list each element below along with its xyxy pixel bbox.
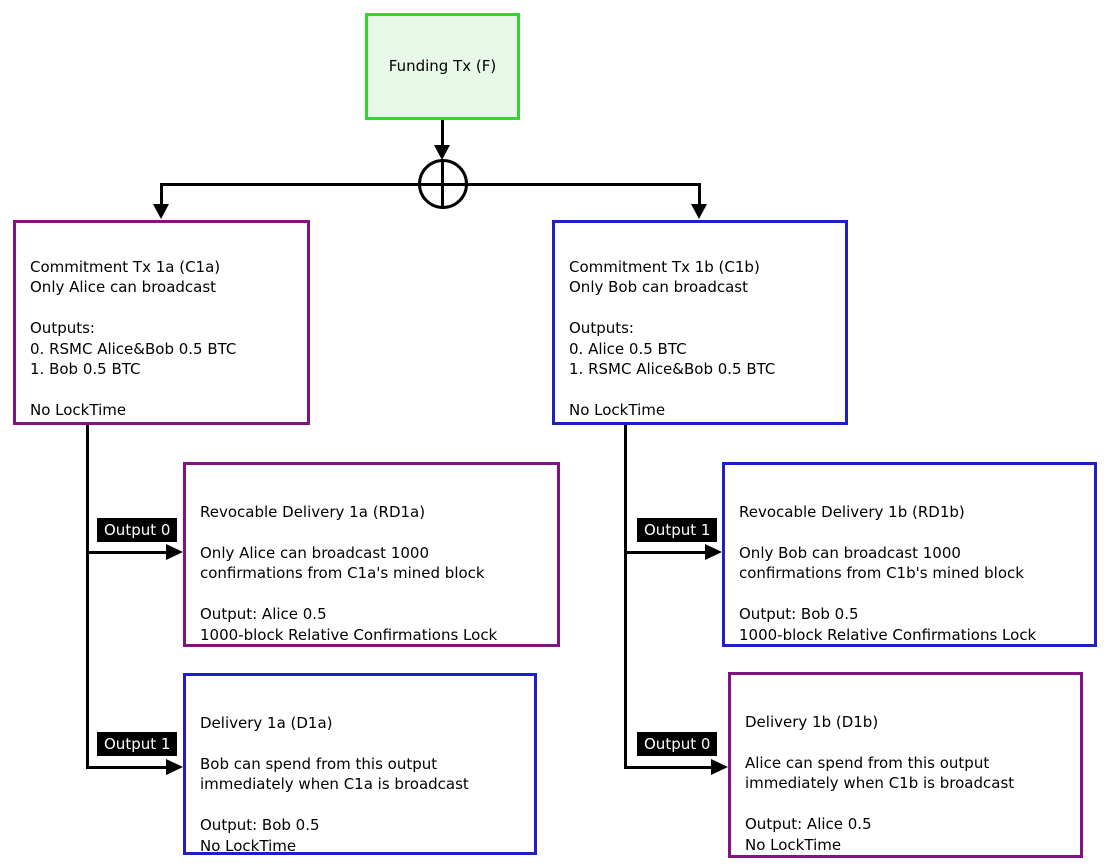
arrowhead-down-icon — [153, 204, 169, 219]
revocable-delivery-1a-node: Revocable Delivery 1a (RD1a) Only Alice … — [183, 462, 560, 647]
funding-tx-label: Funding Tx (F) — [388, 57, 497, 76]
commitment-tx-1b-node: Commitment Tx 1b (C1b) Only Bob can broa… — [552, 220, 848, 425]
branch-horizontal-connector — [160, 183, 701, 186]
branch-right-vertical-connector — [698, 183, 701, 205]
commitment-tx-1a-text: Commitment Tx 1a (C1a) Only Alice can br… — [30, 257, 237, 420]
c1b-outputs-vertical-connector — [624, 425, 627, 768]
branch-left-vertical-connector — [160, 183, 163, 205]
arrowhead-down-icon — [434, 145, 450, 160]
funding-tx-node: Funding Tx (F) — [365, 13, 520, 120]
delivery-1a-node: Delivery 1a (D1a) Bob can spend from thi… — [183, 673, 537, 855]
c1a-to-rd1a-connector — [86, 551, 167, 554]
revocable-delivery-1b-node: Revocable Delivery 1b (RD1b) Only Bob ca… — [722, 462, 1097, 647]
delivery-1b-node: Delivery 1b (D1b) Alice can spend from t… — [728, 672, 1083, 858]
arrowhead-right-icon — [166, 544, 183, 560]
edge-label-output-0: Output 0 — [97, 518, 178, 542]
arrowhead-right-icon — [705, 544, 722, 560]
c1a-to-d1a-connector — [86, 766, 167, 769]
c1b-to-rd1b-connector — [624, 551, 707, 554]
delivery-1a-text: Delivery 1a (D1a) Bob can spend from thi… — [200, 713, 469, 855]
commitment-tx-1b-text: Commitment Tx 1b (C1b) Only Bob can broa… — [569, 257, 776, 420]
revocable-delivery-1b-text: Revocable Delivery 1b (RD1b) Only Bob ca… — [739, 502, 1037, 644]
c1b-to-d1b-connector — [624, 766, 713, 769]
revocable-delivery-1a-text: Revocable Delivery 1a (RD1a) Only Alice … — [200, 502, 498, 644]
funding-down-connector — [441, 120, 444, 147]
edge-label-output-1: Output 1 — [97, 732, 178, 756]
edge-label-output-1: Output 1 — [637, 518, 718, 542]
c1a-outputs-vertical-connector — [86, 425, 89, 768]
arrowhead-right-icon — [166, 759, 183, 775]
arrowhead-down-icon — [691, 204, 707, 219]
delivery-1b-text: Delivery 1b (D1b) Alice can spend from t… — [745, 712, 1015, 854]
commitment-tx-1a-node: Commitment Tx 1a (C1a) Only Alice can br… — [13, 220, 310, 425]
arrowhead-right-icon — [711, 759, 728, 775]
edge-label-output-0: Output 0 — [637, 732, 718, 756]
